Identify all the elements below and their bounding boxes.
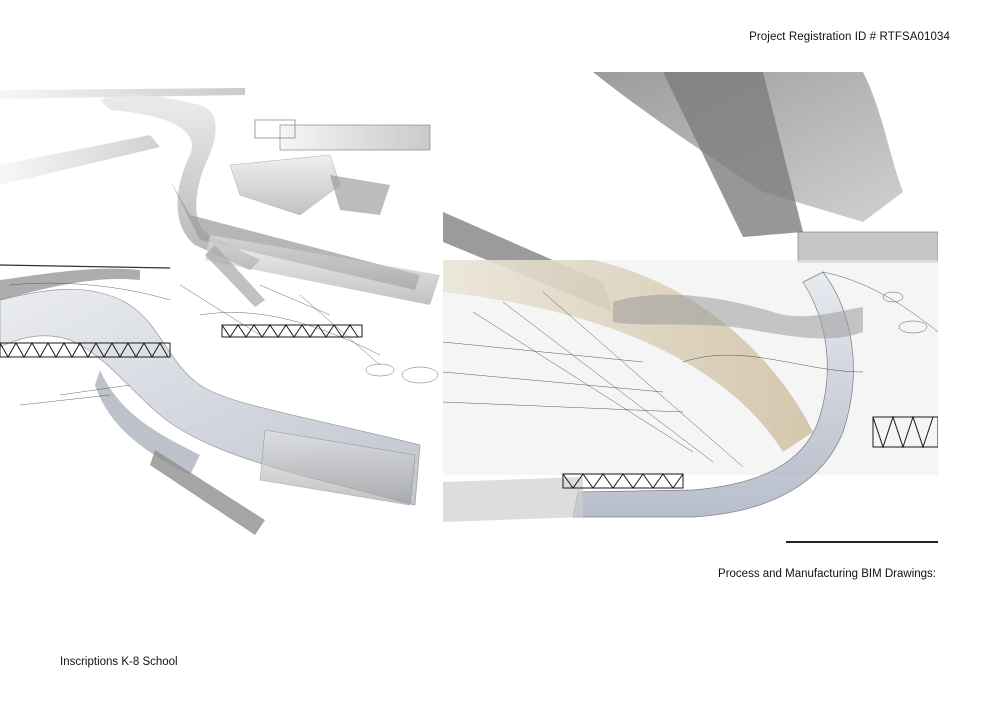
school-name: Inscriptions K-8 School xyxy=(60,656,178,668)
divider-rule xyxy=(786,541,938,543)
project-registration-id: Project Registration ID # RTFSA01034 xyxy=(749,31,950,43)
drawings-caption: Process and Manufacturing BIM Drawings: xyxy=(718,568,936,580)
bim-perspective-underside-icon xyxy=(443,72,938,522)
bim-axonometric-underside-icon xyxy=(0,88,440,535)
